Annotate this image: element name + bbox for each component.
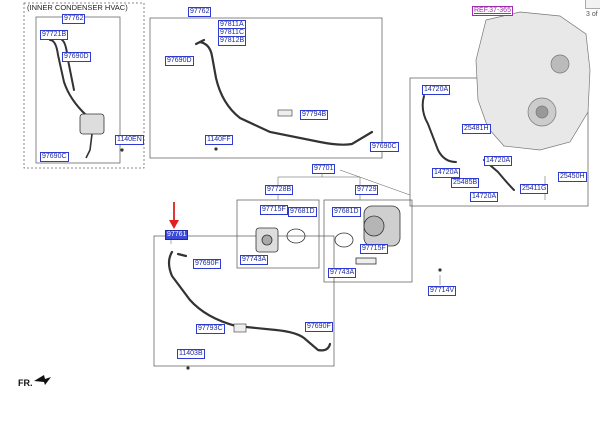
- part-label-selected[interactable]: 97761: [165, 230, 189, 240]
- inner-condenser-caption: (INNER CONDENSER HVAC): [27, 3, 128, 12]
- part-label[interactable]: 97681D: [288, 207, 317, 217]
- fitting-bolt: [438, 268, 442, 272]
- part-label[interactable]: 97715F: [260, 205, 288, 215]
- part-label[interactable]: 25485B: [451, 178, 480, 188]
- part-label[interactable]: 97728B: [265, 185, 294, 195]
- compressor-box: [323, 199, 413, 283]
- part-label[interactable]: 97690D: [62, 52, 91, 62]
- part-label[interactable]: 97690D: [165, 56, 194, 66]
- part-label[interactable]: 97743A: [240, 255, 269, 265]
- part-label[interactable]: 97812B: [218, 36, 247, 46]
- upper-hose-bolt: [214, 147, 218, 151]
- part-label[interactable]: 97714V: [428, 286, 457, 296]
- part-label[interactable]: 14720A: [484, 156, 513, 166]
- part-label[interactable]: 97762: [188, 7, 212, 17]
- condenser-bolt: [120, 148, 124, 152]
- front-label: FR.: [18, 378, 33, 388]
- part-label[interactable]: 14720A: [432, 168, 461, 178]
- part-label[interactable]: 97681D: [332, 207, 361, 217]
- leader-lines: [71, 12, 546, 285]
- inner-condenser-dashed-box: [23, 2, 145, 169]
- part-label[interactable]: 97743A: [328, 268, 357, 278]
- part-label[interactable]: 97690C: [40, 152, 69, 162]
- part-label[interactable]: 97690F: [305, 322, 333, 332]
- part-label[interactable]: 25450H: [558, 172, 587, 182]
- part-label[interactable]: 25481H: [462, 124, 491, 134]
- part-label[interactable]: 14720A: [422, 85, 451, 95]
- lower-hose-bracket: [233, 323, 247, 333]
- part-label[interactable]: 97715F: [360, 244, 388, 254]
- part-label[interactable]: 97690F: [193, 259, 221, 269]
- ref-link[interactable]: REF.37-365: [472, 6, 513, 16]
- condenser-valve: [79, 113, 105, 135]
- motor-pipes: [421, 95, 515, 191]
- upper-hose-box: [149, 17, 383, 159]
- expand-button[interactable]: [585, 0, 600, 9]
- part-label[interactable]: 97793C: [196, 324, 225, 334]
- motor-body: [475, 11, 591, 151]
- front-arrow-icon: [34, 375, 51, 385]
- part-label[interactable]: 97701: [312, 164, 336, 174]
- part-label[interactable]: 25411G: [520, 184, 549, 194]
- part-label[interactable]: 1140EN: [115, 135, 144, 145]
- selection-arrow: [169, 202, 179, 229]
- lower-hose-bolt: [186, 366, 190, 370]
- upper-hose-bracket: [277, 109, 293, 117]
- upper-hose: [194, 38, 374, 146]
- part-label[interactable]: 14720A: [470, 192, 499, 202]
- lower-hose-box: [153, 235, 335, 367]
- part-label[interactable]: 97729: [355, 185, 379, 195]
- part-label[interactable]: 97762: [62, 14, 86, 24]
- part-label[interactable]: 97794B: [300, 110, 329, 120]
- part-label[interactable]: 97721B: [40, 30, 69, 40]
- compressor-bracket-group: [255, 227, 306, 253]
- part-label[interactable]: 1140FF: [205, 135, 233, 145]
- part-label[interactable]: 97690C: [370, 142, 399, 152]
- condenser-pipe-lower: [85, 133, 93, 159]
- page-counter: 3 of: [586, 11, 598, 18]
- part-label[interactable]: 11403B: [177, 349, 205, 359]
- lower-hose: [167, 250, 332, 352]
